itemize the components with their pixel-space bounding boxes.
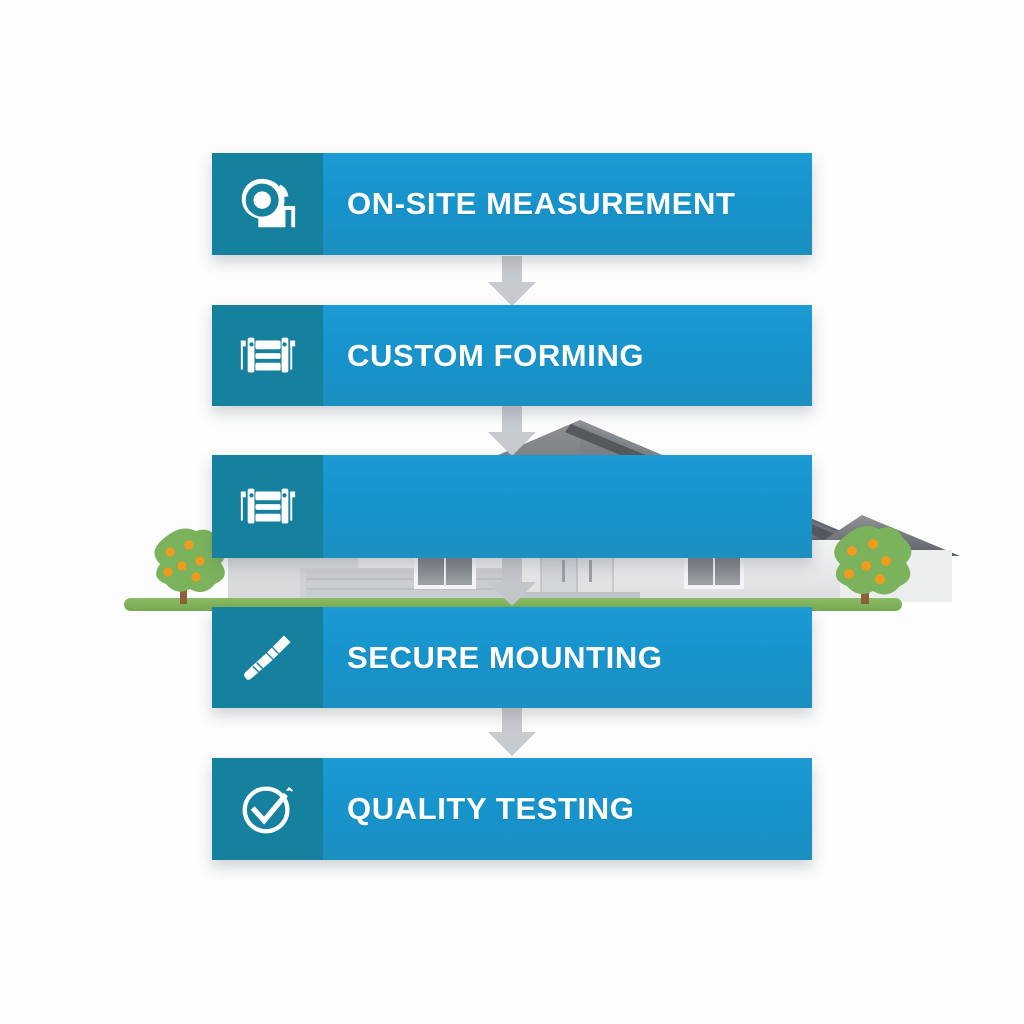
tape-measure-icon xyxy=(212,153,323,255)
process-step-1[interactable]: ON-SITE MEASUREMENT xyxy=(212,153,812,255)
down-arrow-3 xyxy=(488,556,536,606)
right-fruit-tree xyxy=(834,526,912,604)
down-arrow-1 xyxy=(488,256,536,306)
process-step-2-body: CUSTOM FORMING xyxy=(323,305,812,406)
process-step-3-body xyxy=(323,455,812,558)
process-step-5-body: QUALITY TESTING xyxy=(323,758,812,860)
roll-forming-machine-icon xyxy=(212,305,323,406)
screwdriver-icon xyxy=(212,607,323,708)
process-step-2[interactable]: CUSTOM FORMING xyxy=(212,305,812,406)
process-step-4-body: SECURE MOUNTING xyxy=(323,607,812,708)
process-step-4[interactable]: SECURE MOUNTING xyxy=(212,607,812,708)
roll-forming-machine-icon xyxy=(212,455,323,558)
house-windows xyxy=(414,551,744,589)
process-step-1-label: ON-SITE MEASUREMENT xyxy=(347,186,736,221)
house-right-wing-roof xyxy=(800,515,960,556)
process-step-3[interactable] xyxy=(212,455,812,558)
down-arrow-4 xyxy=(488,706,536,756)
house-garage-door xyxy=(306,570,506,602)
process-step-2-label: CUSTOM FORMING xyxy=(347,337,645,373)
down-arrow-2 xyxy=(488,406,536,456)
process-step-5[interactable]: QUALITY TESTING xyxy=(212,758,812,860)
process-step-1-body: ON-SITE MEASUREMENT xyxy=(323,153,812,255)
check-circle-icon xyxy=(212,758,323,860)
process-step-5-label: QUALITY TESTING xyxy=(347,791,635,826)
process-step-4-label: SECURE MOUNTING xyxy=(347,639,663,675)
